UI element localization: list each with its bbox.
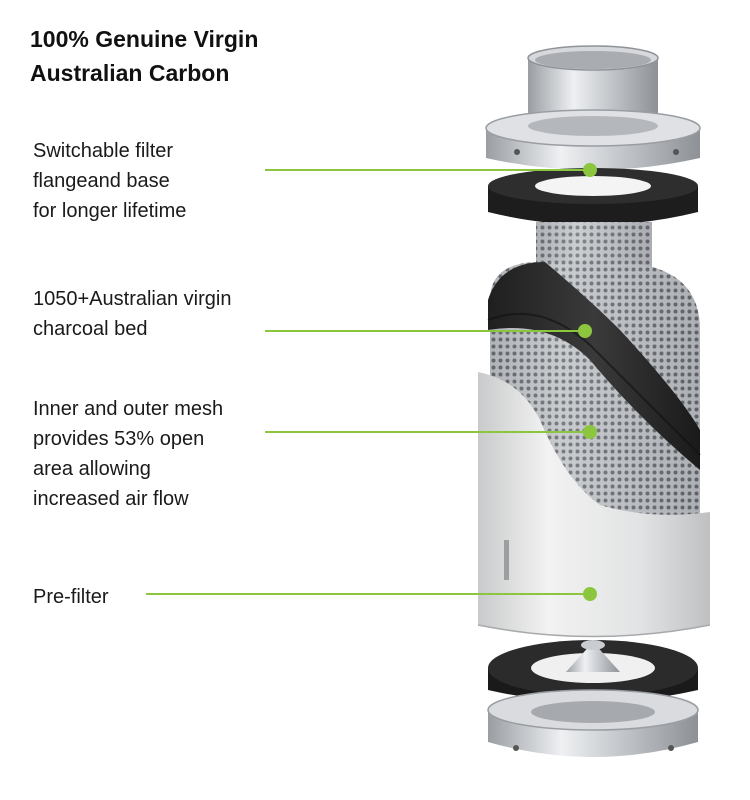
charcoal-line-2: charcoal bed	[33, 318, 148, 340]
headline: 100% Genuine Virgin Australian Carbon	[30, 22, 258, 90]
feature-label-prefilter: Pre-filter	[33, 582, 109, 612]
flange-line-3: for longer lifetime	[33, 200, 187, 222]
headline-line-2: Australian Carbon	[30, 60, 230, 86]
prefilter-line-1: Pre-filter	[33, 586, 109, 608]
feature-label-mesh: Inner and outer mesh provides 53% open a…	[33, 394, 223, 514]
flange-line-1: Switchable filter	[33, 140, 174, 162]
pre-filter-housing	[477, 372, 711, 638]
top-flange	[485, 109, 701, 170]
feature-label-flange: Switchable filter flangeand base for lon…	[33, 136, 186, 226]
bottom-foam-gasket	[488, 640, 698, 702]
bottom-base	[487, 689, 699, 757]
callout-mesh	[265, 425, 597, 439]
top-foam-gasket	[488, 168, 698, 225]
charcoal-line-1: 1050+Australian virgin	[33, 288, 232, 310]
mesh-line-3: area allowing	[33, 458, 151, 480]
callout-charcoal	[265, 324, 592, 338]
callout-prefilter	[146, 587, 597, 601]
mesh-line-2: provides 53% open	[33, 428, 205, 450]
callout-flange	[265, 163, 597, 177]
headline-line-1: 100% Genuine Virgin	[30, 26, 259, 52]
feature-label-charcoal: 1050+Australian virgin charcoal bed	[33, 284, 231, 344]
flange-line-2: flangeand base	[33, 170, 170, 192]
mesh-line-1: Inner and outer mesh	[33, 398, 224, 420]
mesh-line-4: increased air flow	[33, 488, 189, 510]
